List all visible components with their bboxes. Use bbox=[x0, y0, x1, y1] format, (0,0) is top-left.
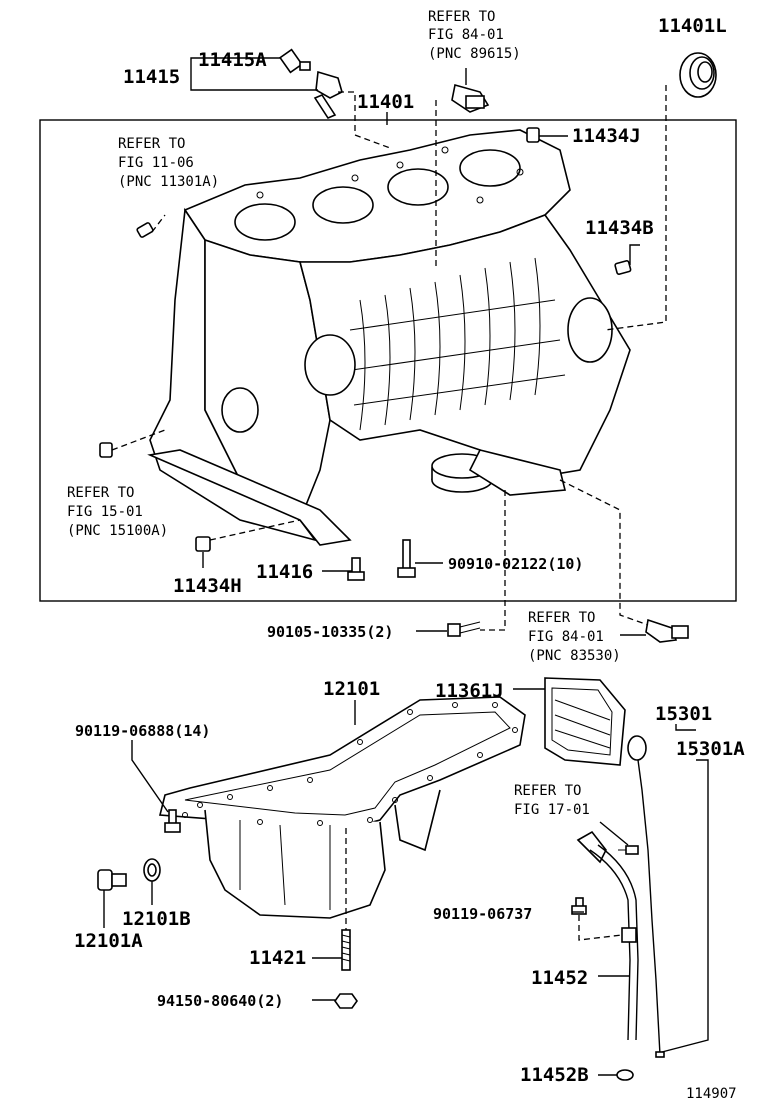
part-11415A bbox=[278, 48, 311, 74]
label-11361J: 11361J bbox=[435, 680, 504, 702]
part-15301-dipstick bbox=[627, 735, 665, 1058]
label-15301: 15301 bbox=[655, 703, 712, 725]
part-11416 bbox=[347, 557, 365, 581]
part-90119-06888 bbox=[164, 809, 181, 833]
part-pin-11301A bbox=[136, 222, 154, 238]
label-11415A: 11415A bbox=[198, 49, 267, 71]
leader-11434H-dash bbox=[209, 519, 301, 541]
leader-90105-dash bbox=[480, 490, 506, 631]
part-11401L-seal bbox=[679, 52, 717, 98]
refer-line1: REFER TO bbox=[528, 610, 595, 626]
label-11434J: 11434J bbox=[572, 125, 641, 147]
label-90119-06888: 90119-06888(14) bbox=[75, 722, 210, 740]
part-11361J-baffle bbox=[544, 677, 626, 766]
figure-number: 114907 bbox=[686, 1086, 737, 1102]
refer-line2: FIG 84-01 bbox=[428, 27, 504, 43]
cylinder-block-frame bbox=[39, 119, 737, 602]
refer-note-83530: REFER TO FIG 84-01 (PNC 83530) bbox=[528, 610, 621, 664]
part-11434H bbox=[195, 536, 211, 552]
part-90910-02122 bbox=[397, 539, 416, 578]
refer-line2: FIG 17-01 bbox=[514, 802, 590, 818]
label-12101B: 12101B bbox=[122, 908, 191, 930]
label-11434B: 11434B bbox=[585, 217, 654, 239]
leader-11415 bbox=[190, 73, 318, 91]
leader-11401L-dash bbox=[604, 85, 667, 331]
refer-note-89615: REFER TO FIG 84-01 (PNC 89615) bbox=[428, 9, 521, 62]
label-90105-10335: 90105-10335(2) bbox=[267, 623, 393, 641]
label-11434H: 11434H bbox=[173, 575, 242, 597]
label-90910-02122: 90910-02122(10) bbox=[448, 555, 583, 573]
part-11452-guide bbox=[576, 830, 639, 1041]
leader-83530-dash bbox=[559, 479, 649, 626]
leader-90119-06888 bbox=[131, 740, 169, 813]
part-pin-15100A bbox=[99, 442, 113, 458]
label-11415: 11415 bbox=[123, 66, 180, 88]
refer-line1: REFER TO bbox=[67, 485, 134, 501]
part-bolt-17-01 bbox=[618, 845, 639, 855]
leader-ref-17-01 bbox=[599, 821, 629, 846]
part-94150-80640-nut bbox=[334, 993, 358, 1009]
oil-pan-12101 bbox=[158, 696, 526, 919]
leader-15301 bbox=[675, 724, 696, 731]
stud-threads bbox=[341, 934, 351, 962]
label-11401L: 11401L bbox=[658, 15, 727, 37]
refer-line3: (PNC 89615) bbox=[428, 46, 521, 62]
refer-line2: FIG 84-01 bbox=[528, 629, 604, 645]
label-11452B: 11452B bbox=[520, 1064, 589, 1086]
leader-90119-06737-dash bbox=[578, 915, 623, 941]
refer-line2: FIG 15-01 bbox=[67, 504, 143, 520]
label-11416: 11416 bbox=[256, 561, 313, 583]
label-11401: 11401 bbox=[357, 91, 414, 113]
refer-line1: REFER TO bbox=[118, 136, 185, 152]
part-90105-10335 bbox=[447, 621, 481, 637]
label-11421: 11421 bbox=[249, 947, 306, 969]
part-12101B-gasket bbox=[143, 858, 161, 882]
leader-11434B bbox=[629, 244, 640, 265]
part-12101A-drain-plug bbox=[97, 869, 127, 891]
label-12101: 12101 bbox=[323, 678, 380, 700]
refer-line2: FIG 11-06 bbox=[118, 155, 194, 171]
label-12101A: 12101A bbox=[74, 930, 143, 952]
part-90119-06737 bbox=[571, 897, 587, 915]
refer-note-17-01: REFER TO FIG 17-01 bbox=[514, 783, 590, 818]
label-90119-06737: 90119-06737 bbox=[433, 905, 532, 923]
refer-line3: (PNC 83530) bbox=[528, 648, 621, 664]
part-sensor-83530 bbox=[645, 618, 689, 643]
refer-line3: (PNC 15100A) bbox=[67, 523, 168, 539]
refer-line1: REFER TO bbox=[428, 9, 495, 25]
leader-15301A bbox=[661, 759, 709, 1053]
refer-note-15100A: REFER TO FIG 15-01 (PNC 15100A) bbox=[67, 485, 168, 539]
part-11434J bbox=[526, 127, 540, 143]
leader-ref-11301A bbox=[151, 214, 166, 233]
part-sensor-89615 bbox=[451, 83, 490, 113]
label-94150-80640: 94150-80640(2) bbox=[157, 992, 283, 1010]
cylinder-block-drawing bbox=[147, 129, 631, 546]
label-11452: 11452 bbox=[531, 967, 588, 989]
label-15301A: 15301A bbox=[676, 738, 745, 760]
part-11452B-oring bbox=[616, 1069, 634, 1081]
part-11434B bbox=[614, 260, 632, 275]
leader-11415A bbox=[190, 57, 280, 73]
refer-note-11301A: REFER TO FIG 11-06 (PNC 11301A) bbox=[118, 136, 219, 190]
refer-line1: REFER TO bbox=[514, 783, 581, 799]
part-11415 bbox=[313, 70, 343, 120]
refer-line3: (PNC 11301A) bbox=[118, 174, 219, 190]
